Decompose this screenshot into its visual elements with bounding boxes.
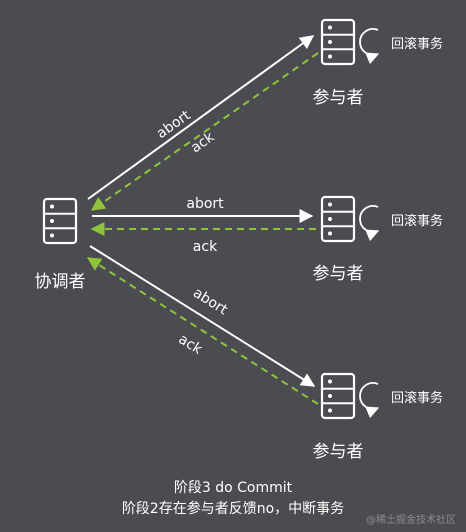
coordinator-server-icon bbox=[42, 197, 78, 245]
participant-3-server-icon bbox=[320, 372, 356, 420]
participant-3-rollback-loop-icon bbox=[360, 383, 378, 409]
ack-arrow-1 bbox=[90, 52, 319, 211]
abort-arrow-3 bbox=[89, 245, 316, 387]
participant-1-rollback-loop-icon bbox=[360, 29, 378, 55]
ack-label-2: ack bbox=[193, 239, 218, 255]
participant-3-label: 参与者 bbox=[313, 442, 364, 462]
coordinator-label: 协调者 bbox=[35, 272, 86, 292]
caption-line-1: 阶段3 do Commit bbox=[173, 480, 293, 496]
participant-1-rollback-label: 回滚事务 bbox=[391, 36, 443, 52]
participant-3-rollback-label: 回滚事务 bbox=[391, 390, 443, 406]
watermark: @稀土掘金技术社区 bbox=[366, 515, 456, 526]
ack-label-3: ack bbox=[176, 331, 206, 358]
participant-2-label: 参与者 bbox=[313, 264, 364, 284]
abort-arrow-1 bbox=[87, 35, 315, 200]
participant-2-rollback-loop-icon bbox=[360, 206, 378, 232]
ack-arrow-3 bbox=[86, 257, 319, 405]
phase-caption: 阶段3 do Commit 阶段2存在参与者反馈no，中断事务 bbox=[0, 478, 466, 520]
participant-1-server-icon bbox=[320, 18, 356, 66]
participant-1-label: 参与者 bbox=[313, 88, 364, 108]
participant-2-server-icon bbox=[320, 195, 356, 243]
ack-label-1: ack bbox=[188, 129, 218, 157]
participant-2-rollback-label: 回滚事务 bbox=[391, 213, 443, 229]
caption-line-2: 阶段2存在参与者反馈no，中断事务 bbox=[121, 501, 345, 517]
abort-label-2: abort bbox=[186, 196, 224, 212]
